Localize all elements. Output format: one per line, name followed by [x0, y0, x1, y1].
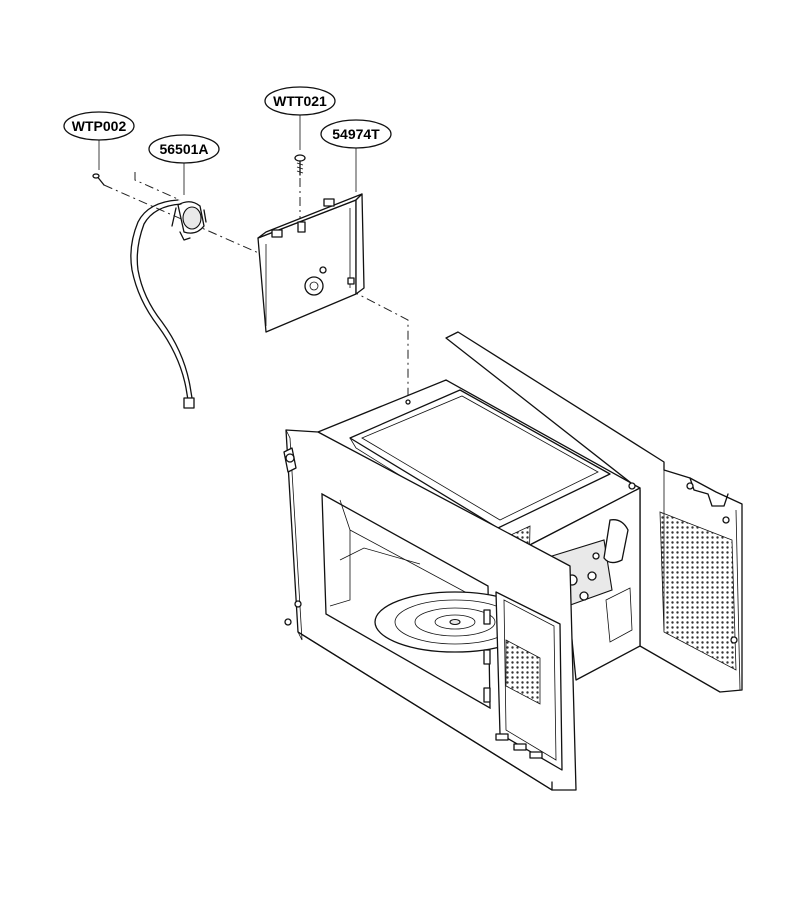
screw-wtt021-icon [294, 154, 306, 176]
callout-label: WTT021 [273, 93, 327, 109]
callout-wtp002[interactable]: WTP002 [63, 111, 135, 170]
callout-label: WTP002 [72, 118, 127, 134]
wire-harness-icon [130, 199, 195, 409]
callout-56501a[interactable]: 56501A [148, 134, 220, 195]
callout-wtt021[interactable]: WTT021 [264, 86, 336, 150]
oven-cavity-assembly-icon [283, 331, 743, 791]
callout-label: 54974T [332, 126, 380, 142]
callout-label: 56501A [159, 141, 208, 157]
callout-54974t[interactable]: 54974T [320, 119, 392, 192]
thermal-switch-56501a-icon [171, 201, 207, 241]
bracket-54974t-icon [257, 193, 365, 333]
screw-wtp002-icon [92, 173, 105, 186]
